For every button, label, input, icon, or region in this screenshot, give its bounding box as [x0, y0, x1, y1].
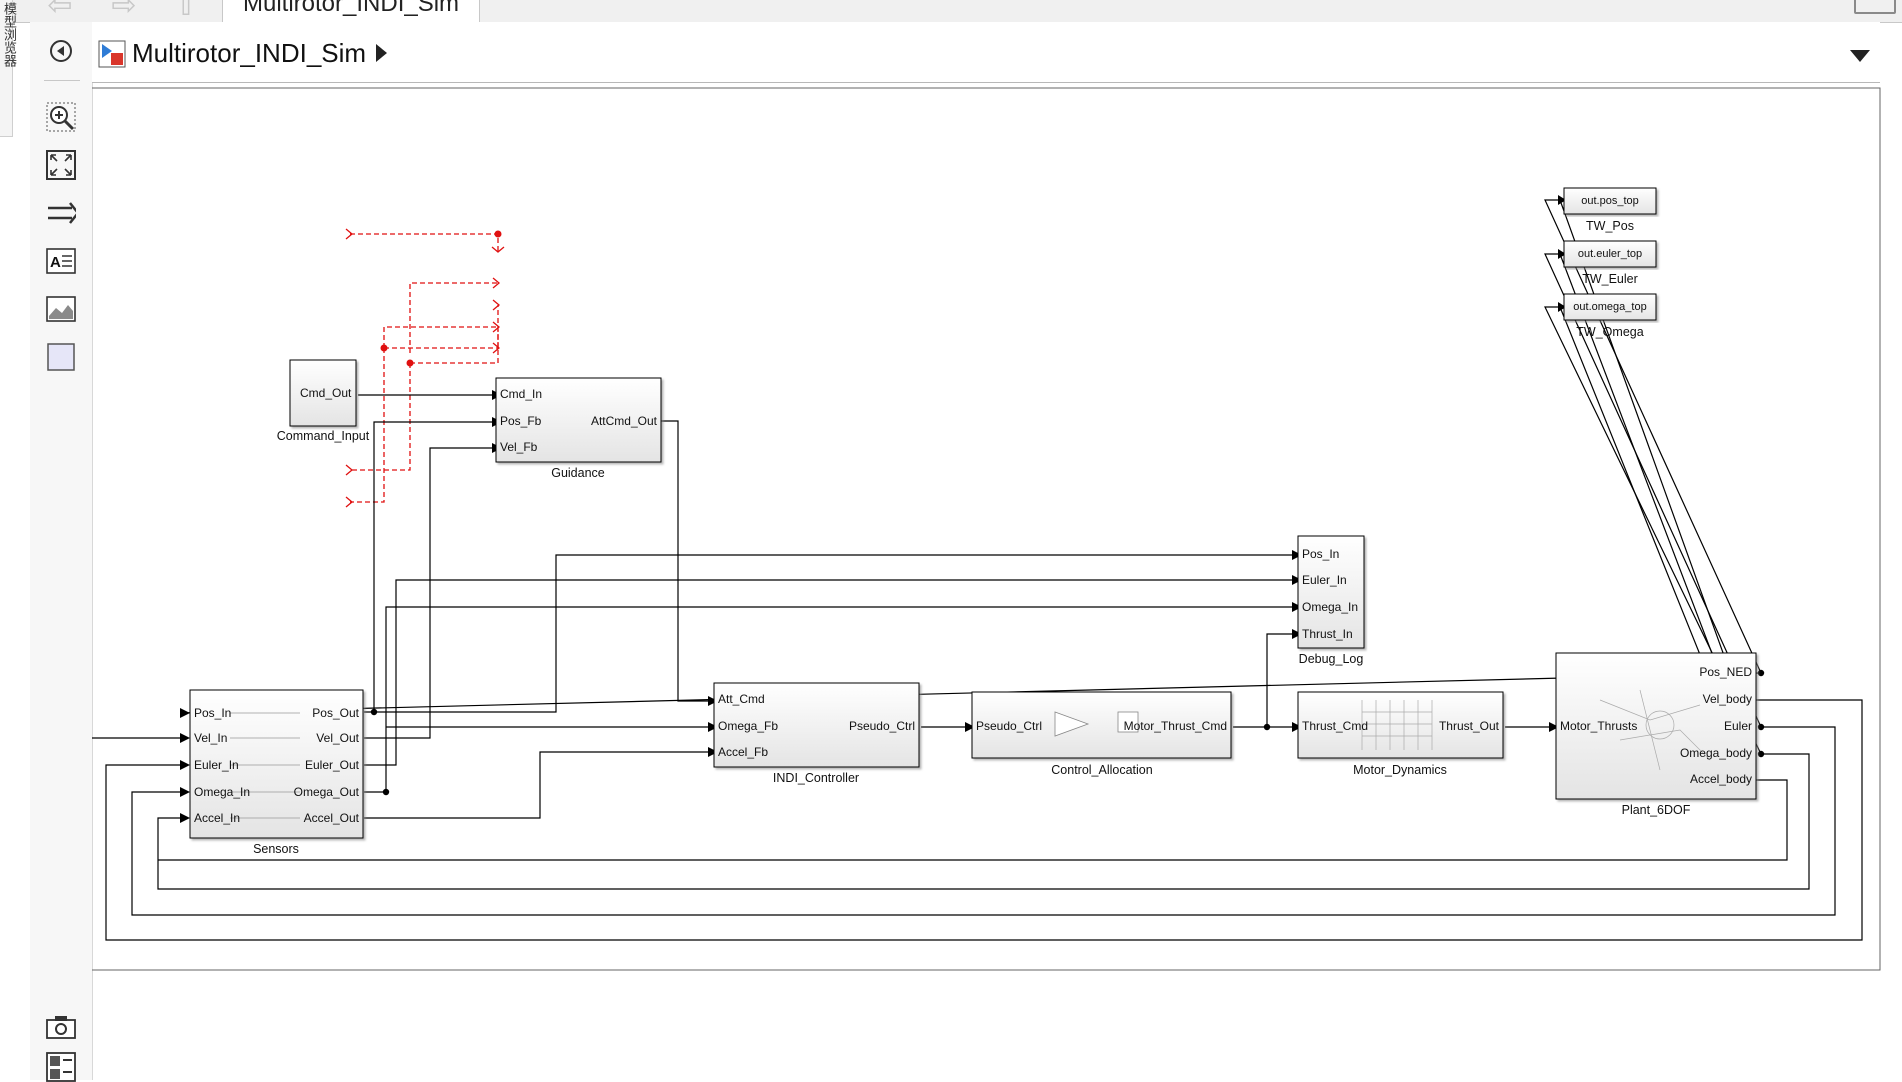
sensors-port-euler-out: Euler_Out — [305, 758, 360, 772]
motor-label: Motor_Dynamics — [1353, 763, 1447, 777]
model-canvas[interactable]: Cmd_Out Command_Input Cmd_In Pos_Fb Vel_… — [92, 83, 1902, 1080]
command-input-port-cmd-out: Cmd_Out — [300, 386, 352, 400]
alloc-port-motor-thrust-cmd: Motor_Thrust_Cmd — [1124, 719, 1227, 733]
guidance-port-cmd-in: Cmd_In — [500, 387, 542, 401]
unconnected-points — [380, 230, 502, 367]
debug-port-euler-in: Euler_In — [1302, 573, 1347, 587]
sensors-port-vel-in: Vel_In — [194, 731, 227, 745]
debug-port-omega-in: Omega_In — [1302, 600, 1358, 614]
debug-port-pos-in: Pos_In — [1302, 547, 1339, 561]
block-tw-euler[interactable]: out.euler_top TW_Euler — [1563, 240, 1657, 286]
command-input-label: Command_Input — [277, 429, 370, 443]
sensors-port-accel-out: Accel_Out — [304, 811, 360, 825]
unconnected-arrow-ends — [345, 228, 505, 508]
title-strip: ⇦ ⇨ ⇧ Multirotor_INDI_Sim — [0, 0, 1902, 23]
keyboard-icon[interactable] — [1854, 0, 1896, 14]
fit-view-icon[interactable] — [46, 150, 76, 180]
guidance-label: Guidance — [551, 466, 605, 480]
arrowheads — [180, 195, 1765, 823]
block-plant-6dof[interactable]: Motor_Thrusts Pos_NED Vel_body Euler Ome… — [1555, 652, 1757, 817]
guidance-port-pos-fb: Pos_Fb — [500, 414, 542, 428]
breadcrumb-model-name[interactable]: Multirotor_INDI_Sim — [132, 38, 367, 68]
forward-arrow-icon[interactable]: ⇨ — [111, 0, 137, 22]
panel-icon[interactable] — [46, 1052, 76, 1082]
plant-port-omega-body: Omega_body — [1680, 746, 1752, 760]
svg-text:A: A — [50, 254, 61, 271]
model-browser-tab[interactable]: 模型浏览器 — [0, 0, 17, 137]
block-indi-controller[interactable]: Att_Cmd Omega_Fb Accel_Fb Pseudo_Ctrl IN… — [713, 682, 920, 785]
indi-label: INDI_Controller — [773, 771, 859, 785]
indi-port-omega-fb: Omega_Fb — [718, 719, 778, 733]
plant-port-accel-body: Accel_body — [1690, 772, 1752, 786]
chevron-down-icon[interactable] — [1850, 50, 1870, 62]
indi-port-pseudo-ctrl: Pseudo_Ctrl — [849, 719, 915, 733]
canvas-frame — [92, 87, 1881, 971]
sensors-port-omega-out: Omega_Out — [294, 785, 360, 799]
tw-pos-variable: out.pos_top — [1581, 195, 1639, 207]
tw-pos-label: TW_Pos — [1586, 219, 1634, 233]
block-control-allocation[interactable]: Pseudo_Ctrl Motor_Thrust_Cmd Control_All… — [971, 691, 1232, 777]
debug-label: Debug_Log — [1299, 652, 1364, 666]
debug-port-thrust-in: Thrust_In — [1302, 627, 1353, 641]
breadcrumb: Multirotor_INDI_Sim — [92, 22, 1880, 83]
plant-port-euler: Euler — [1724, 719, 1752, 733]
model-tab[interactable]: Multirotor_INDI_Sim — [222, 0, 481, 23]
sensors-port-pos-out: Pos_Out — [312, 706, 359, 720]
up-arrow-icon[interactable]: ⇧ — [173, 0, 199, 22]
plant-port-vel-body: Vel_body — [1703, 692, 1752, 706]
model-icon — [98, 40, 126, 68]
indi-port-accel-fb: Accel_Fb — [718, 745, 768, 759]
block-motor-dynamics[interactable]: Thrust_Cmd Thrust_Out Motor_Dynamics — [1297, 691, 1504, 777]
back-arrow-icon[interactable]: ⇦ — [47, 0, 73, 22]
tw-omega-variable: out.omega_top — [1573, 301, 1646, 313]
palette-divider — [44, 80, 80, 81]
block-tw-pos[interactable]: out.pos_top TW_Pos — [1563, 187, 1657, 233]
guidance-port-attcmd-out: AttCmd_Out — [591, 414, 658, 428]
plant-port-motor-thrusts: Motor_Thrusts — [1560, 719, 1637, 733]
breadcrumb-chevron-icon[interactable] — [376, 44, 387, 62]
annotation-icon[interactable]: A — [46, 246, 76, 276]
sensors-port-vel-out: Vel_Out — [316, 731, 359, 745]
tw-euler-label: TW_Euler — [1582, 272, 1638, 286]
sensors-port-euler-in: Euler_In — [194, 758, 239, 772]
plant-label: Plant_6DOF — [1622, 803, 1691, 817]
tw-euler-variable: out.euler_top — [1578, 248, 1642, 260]
alloc-port-pseudo-ctrl: Pseudo_Ctrl — [976, 719, 1042, 733]
motor-port-thrust-out: Thrust_Out — [1439, 719, 1500, 733]
image-icon[interactable] — [46, 294, 76, 324]
tool-palette: A — [30, 22, 93, 1082]
alloc-label: Control_Allocation — [1051, 763, 1152, 777]
block-debug-log[interactable]: Pos_In Euler_In Omega_In Thrust_In Debug… — [1297, 535, 1365, 666]
model-browser-label: 模型浏览器 — [2, 2, 17, 67]
zoom-icon[interactable] — [46, 102, 76, 132]
block-command-input[interactable]: Cmd_Out Command_Input — [277, 359, 370, 443]
tw-omega-label: TW_Omega — [1576, 325, 1643, 339]
block-tw-omega[interactable]: out.omega_top TW_Omega — [1563, 293, 1657, 339]
signal-lines[interactable] — [92, 199, 1863, 941]
sensors-port-accel-in: Accel_In — [194, 811, 240, 825]
sensors-port-omega-in: Omega_In — [194, 785, 250, 799]
indi-port-att-cmd: Att_Cmd — [718, 692, 765, 706]
block-sensors[interactable]: Pos_In Vel_In Euler_In Omega_In Accel_In… — [189, 689, 364, 856]
guidance-port-vel-fb: Vel_Fb — [500, 440, 538, 454]
unconnected-signals[interactable] — [350, 233, 499, 503]
plant-port-pos-ned: Pos_NED — [1699, 665, 1752, 679]
arrow-icon[interactable] — [46, 198, 76, 228]
hide-browser-icon[interactable] — [46, 36, 76, 66]
sensors-port-pos-in: Pos_In — [194, 706, 231, 720]
camera-icon[interactable] — [46, 1012, 76, 1042]
motor-port-thrust-cmd: Thrust_Cmd — [1302, 719, 1368, 733]
block-guidance[interactable]: Cmd_In Pos_Fb Vel_Fb AttCmd_Out Guidance — [495, 377, 662, 480]
sensors-label: Sensors — [253, 842, 299, 856]
area-icon[interactable] — [46, 342, 76, 372]
